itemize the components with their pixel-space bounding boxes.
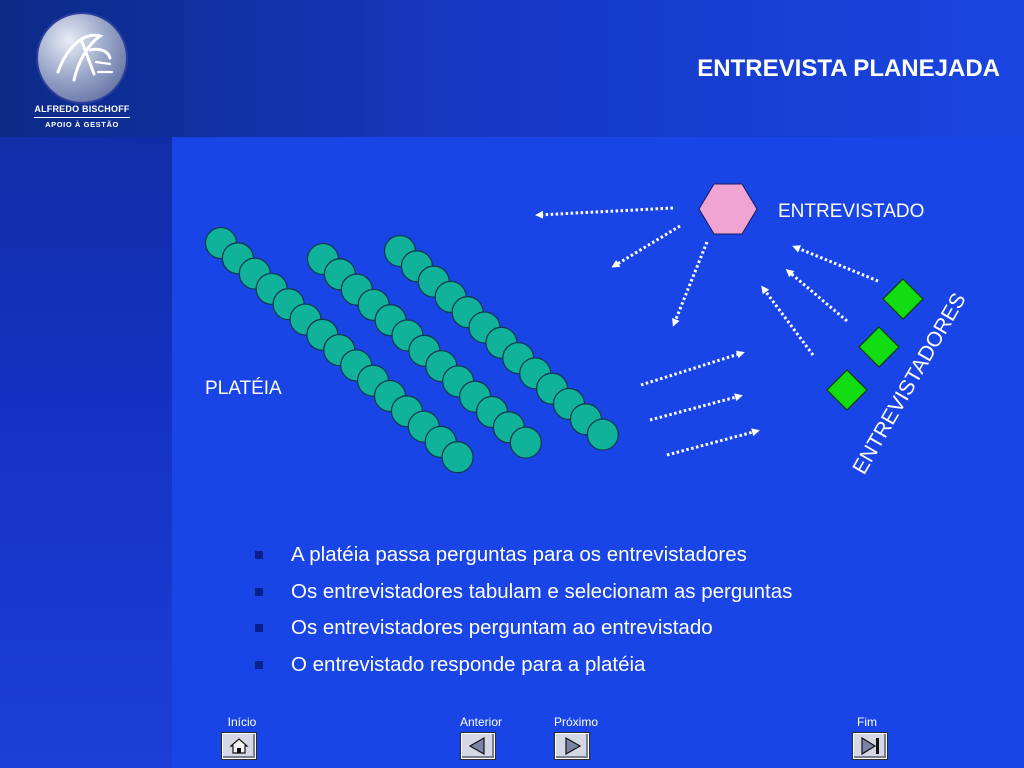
slide-content-area [172, 137, 1024, 768]
interviewer-diamond [858, 326, 900, 368]
audience-group [204, 226, 619, 474]
flow-arrow [792, 245, 879, 283]
bullet-marker [255, 587, 263, 596]
logo-company-name: ALFREDO BISCHOFF [34, 104, 130, 114]
triangle-left-icon [468, 736, 485, 756]
end-button[interactable] [852, 732, 888, 760]
interviewers-group [826, 278, 924, 411]
bullet-item: Os entrevistadores perguntam ao entrevis… [252, 613, 792, 650]
next-button[interactable] [554, 732, 590, 760]
flow-arrow [761, 285, 815, 356]
bullet-text: Os entrevistadores tabulam e selecionam … [291, 579, 793, 603]
skip-end-icon [861, 736, 879, 756]
nav-previous-label: Anterior [459, 715, 503, 729]
audience-member [586, 418, 619, 451]
bullet-list: A platéia passa perguntas para os entrev… [252, 540, 792, 686]
bullet-item: O entrevistado responde para a platéia [252, 650, 792, 687]
interviewer-diamond [826, 369, 868, 411]
bullet-item: Os entrevistadores tabulam e selecionam … [252, 577, 792, 614]
interviewee-label: ENTREVISTADO [778, 201, 925, 222]
audience-member [509, 426, 542, 459]
interviewee-hexagon [698, 183, 758, 235]
bullet-marker [255, 660, 263, 669]
nav-end-label: Fim [857, 715, 877, 729]
logo-tagline: APOIO À GESTÃO [45, 120, 119, 129]
flow-arrow [649, 393, 743, 422]
bullet-marker [255, 624, 263, 632]
bullet-marker [255, 551, 263, 559]
header-band [0, 0, 1024, 137]
home-icon [229, 738, 249, 754]
interviewer-diamond [882, 278, 924, 320]
audience-label: PLATÉIA [205, 378, 282, 399]
arrows-group [535, 206, 879, 457]
flow-arrow [640, 350, 745, 387]
flow-arrow [535, 206, 674, 219]
bullet-text: O entrevistado responde para a platéia [291, 652, 646, 676]
flow-arrow [666, 428, 760, 457]
nav-home-label: Início [227, 715, 257, 729]
audience-member [441, 441, 474, 474]
previous-button[interactable] [460, 732, 496, 760]
flow-arrow [611, 224, 681, 268]
bullet-text: Os entrevistadores perguntam ao entrevis… [291, 616, 713, 639]
company-logo: ALFREDO BISCHOFF APOIO À GESTÃO [30, 14, 134, 132]
nav-next-label: Próximo [553, 715, 599, 729]
logo-divider [34, 117, 130, 118]
flow-arrow [785, 269, 848, 323]
logo-emblem [38, 14, 126, 102]
home-button[interactable] [221, 732, 257, 760]
slide-title: ENTREVISTA PLANEJADA [697, 55, 1000, 82]
bullet-item: A platéia passa perguntas para os entrev… [252, 540, 792, 577]
bullet-text: A platéia passa perguntas para os entrev… [291, 543, 747, 566]
triangle-right-icon [565, 736, 582, 756]
flow-arrow [672, 241, 709, 327]
